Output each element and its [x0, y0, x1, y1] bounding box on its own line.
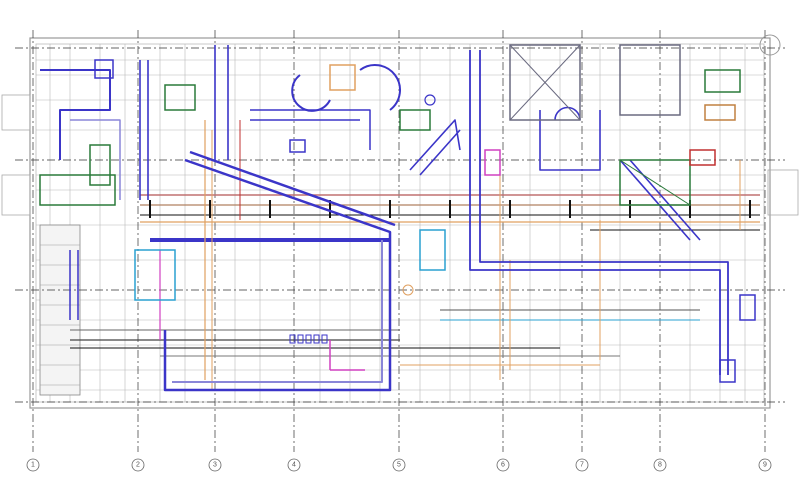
grid-bubble-label: 2 — [136, 462, 140, 469]
equipment — [399, 109, 431, 131]
valve — [313, 334, 320, 344]
grid-bubble-4 — [287, 458, 301, 472]
grid-bubble-label: 9 — [763, 462, 767, 469]
equipment-diagonal — [509, 44, 581, 121]
equipment — [619, 44, 681, 116]
grid-bubbles: 1 2 3 4 5 6 7 8 9 — [26, 458, 772, 472]
equipment — [164, 84, 196, 111]
equipment-diagonal — [619, 159, 691, 206]
grid-bubble-label: 1 — [31, 462, 35, 469]
valve — [297, 334, 304, 344]
building-outline — [29, 37, 771, 409]
grid-bubble-8 — [653, 458, 667, 472]
supply-duct-diagonal — [189, 150, 396, 227]
grid-bubble-label: 6 — [501, 462, 505, 469]
supply-duct-west — [40, 69, 111, 160]
equipment — [509, 44, 581, 121]
grid-bubble-label: 7 — [580, 462, 584, 469]
vertical-duct — [139, 60, 149, 200]
ductwork-layer — [40, 45, 729, 392]
duct-inner-wall — [172, 240, 383, 383]
grid-bubble-label: 5 — [397, 462, 401, 469]
grid-bubble-5 — [392, 458, 406, 472]
grid-bubble-2 — [131, 458, 145, 472]
valve — [321, 334, 328, 344]
equipment — [39, 174, 116, 206]
duct-elbow — [359, 64, 401, 111]
equipment — [704, 104, 736, 121]
equipment — [89, 144, 111, 186]
equipment — [484, 149, 501, 176]
grid-bubble-9 — [758, 458, 772, 472]
pump — [402, 284, 414, 296]
grid-bubble-label: 3 — [213, 462, 217, 469]
corner-element — [759, 34, 781, 56]
duct-elbow — [539, 106, 601, 171]
equipment — [134, 249, 176, 301]
grid-bubble-label: 4 — [292, 462, 296, 469]
equipment — [289, 139, 306, 153]
fan-unit — [424, 94, 436, 106]
supply-duct-east — [469, 50, 729, 375]
grid-bubble-3 — [208, 458, 222, 472]
equipment — [329, 64, 356, 91]
equipment — [704, 69, 741, 93]
exterior-element — [767, 169, 799, 216]
equipment — [719, 359, 736, 383]
valve — [305, 334, 312, 344]
equipment — [689, 149, 716, 166]
exterior-element — [1, 94, 31, 131]
duct-elbow — [291, 74, 331, 112]
equipment — [419, 229, 446, 271]
vertical-duct — [214, 45, 229, 160]
grid-bubble-label: 8 — [658, 462, 662, 469]
grid-bubble-1 — [26, 458, 40, 472]
equipment-layer — [39, 34, 781, 383]
exterior-element — [1, 174, 31, 216]
supply-duct-main — [163, 158, 392, 392]
equipment — [619, 159, 691, 206]
vertical-duct — [69, 250, 79, 320]
equipment — [94, 59, 114, 79]
branch-duct — [250, 109, 371, 150]
valve — [289, 334, 296, 344]
grid-bubble-6 — [496, 458, 510, 472]
structural-grid-background — [1, 37, 799, 409]
return-duct — [70, 119, 121, 200]
grid-bubble-7 — [575, 458, 589, 472]
equipment — [739, 294, 756, 321]
diagonal-duct — [619, 159, 701, 241]
stair-block — [39, 224, 81, 396]
diagonal-duct — [409, 119, 461, 176]
